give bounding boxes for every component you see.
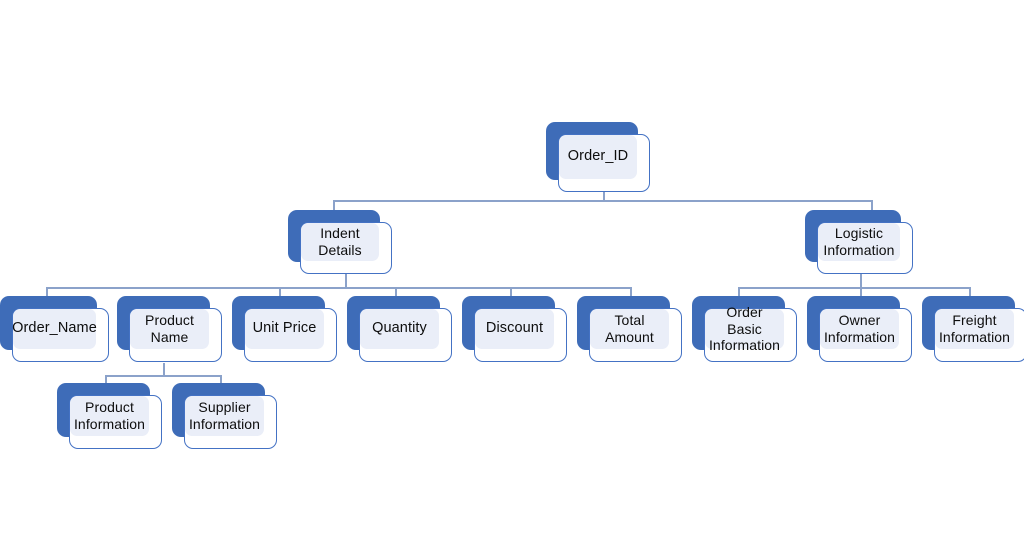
node-total-amount[interactable]: Total Amount	[577, 296, 682, 362]
node-fill-supplier-information: Supplier Information	[185, 396, 264, 436]
node-fill-freight-information: Freight Information	[935, 309, 1014, 349]
connector-c-root-bus	[333, 200, 873, 202]
node-card-logistic-information: Logistic Information	[817, 222, 913, 274]
node-fill-quantity: Quantity	[360, 309, 439, 349]
connector-c-ind-5	[510, 287, 512, 299]
node-label-supplier-information: Supplier Information	[188, 399, 261, 432]
connector-c-log-1	[738, 287, 740, 299]
node-label-unit-price: Unit Price	[252, 320, 317, 337]
connector-c-ind-2	[163, 287, 175, 289]
connector-c-ind-3	[279, 287, 281, 299]
node-fill-logistic-information: Logistic Information	[818, 223, 900, 261]
node-card-quantity: Quantity	[359, 308, 452, 362]
node-fill-order-id: Order_ID	[559, 135, 637, 179]
node-card-order-basic-information: Order Basic Information	[704, 304, 797, 362]
node-discount[interactable]: Discount	[462, 296, 567, 362]
node-card-total-amount: Total Amount	[589, 308, 682, 362]
connector-c-indent-bus	[46, 287, 631, 289]
node-fill-total-amount: Total Amount	[590, 309, 669, 349]
node-freight-information[interactable]: Freight Information	[922, 296, 1024, 362]
node-fill-order-basic-information: Order Basic Information	[705, 304, 784, 353]
connector-c-log-2	[860, 287, 862, 299]
node-card-product-information: Product Information	[69, 395, 162, 449]
node-card-freight-information: Freight Information	[934, 308, 1024, 362]
connector-c-logi-stub	[860, 274, 862, 288]
connector-c-log-3	[969, 287, 971, 299]
node-card-product-name: Product Name	[129, 308, 222, 362]
node-order-id[interactable]: Order_ID	[546, 122, 650, 192]
node-logistic-information[interactable]: Logistic Information	[805, 210, 913, 274]
node-fill-discount: Discount	[475, 309, 554, 349]
node-label-quantity: Quantity	[372, 320, 427, 337]
node-label-order-id: Order_ID	[567, 148, 629, 165]
node-indent-details[interactable]: Indent Details	[288, 210, 392, 274]
connector-c-prod-stub	[163, 363, 165, 376]
connector-c-prod-bus	[105, 375, 221, 377]
node-label-order-name: Order_Name	[12, 320, 97, 337]
node-card-supplier-information: Supplier Information	[184, 395, 277, 449]
node-order-basic-information[interactable]: Order Basic Information	[692, 296, 797, 362]
node-unit-price[interactable]: Unit Price	[232, 296, 337, 362]
node-label-product-name: Product Name	[145, 312, 194, 345]
node-fill-product-information: Product Information	[70, 396, 149, 436]
node-fill-owner-information: Owner Information	[820, 309, 899, 349]
node-label-logistic-information: Logistic Information	[823, 225, 895, 258]
node-product-name[interactable]: Product Name	[117, 296, 222, 362]
node-quantity[interactable]: Quantity	[347, 296, 452, 362]
connector-c-logi-bus	[738, 287, 970, 289]
connector-c-prod-1	[105, 375, 107, 385]
node-label-indent-details: Indent Details	[318, 225, 362, 258]
node-label-discount: Discount	[485, 320, 544, 337]
node-product-information[interactable]: Product Information	[57, 383, 162, 449]
node-label-owner-information: Owner Information	[823, 312, 896, 345]
node-label-product-information: Product Information	[73, 399, 146, 432]
node-fill-unit-price: Unit Price	[245, 309, 324, 349]
connector-c-root-stub	[603, 192, 605, 202]
connector-c-ind-6	[630, 287, 632, 299]
node-fill-indent-details: Indent Details	[301, 223, 379, 261]
node-fill-product-name: Product Name	[130, 309, 209, 349]
connector-c-ind-4	[395, 287, 397, 299]
node-supplier-information[interactable]: Supplier Information	[172, 383, 277, 449]
node-fill-order-name: Order_Name	[12, 309, 97, 349]
node-label-total-amount: Total Amount	[605, 312, 654, 345]
node-card-discount: Discount	[474, 308, 567, 362]
node-card-order-name: Order_Name	[12, 308, 109, 362]
node-label-freight-information: Freight Information	[938, 312, 1011, 345]
node-card-indent-details: Indent Details	[300, 222, 392, 274]
node-order-name[interactable]: Order_Name	[0, 296, 109, 362]
node-card-unit-price: Unit Price	[244, 308, 337, 362]
node-label-order-basic-information: Order Basic Information	[708, 304, 781, 354]
connector-c-prod-2	[220, 375, 222, 385]
node-card-owner-information: Owner Information	[819, 308, 912, 362]
connector-c-ind-1	[46, 287, 48, 299]
connector-c-indent-stub	[345, 274, 347, 288]
node-owner-information[interactable]: Owner Information	[807, 296, 912, 362]
node-card-order-id: Order_ID	[558, 134, 650, 192]
